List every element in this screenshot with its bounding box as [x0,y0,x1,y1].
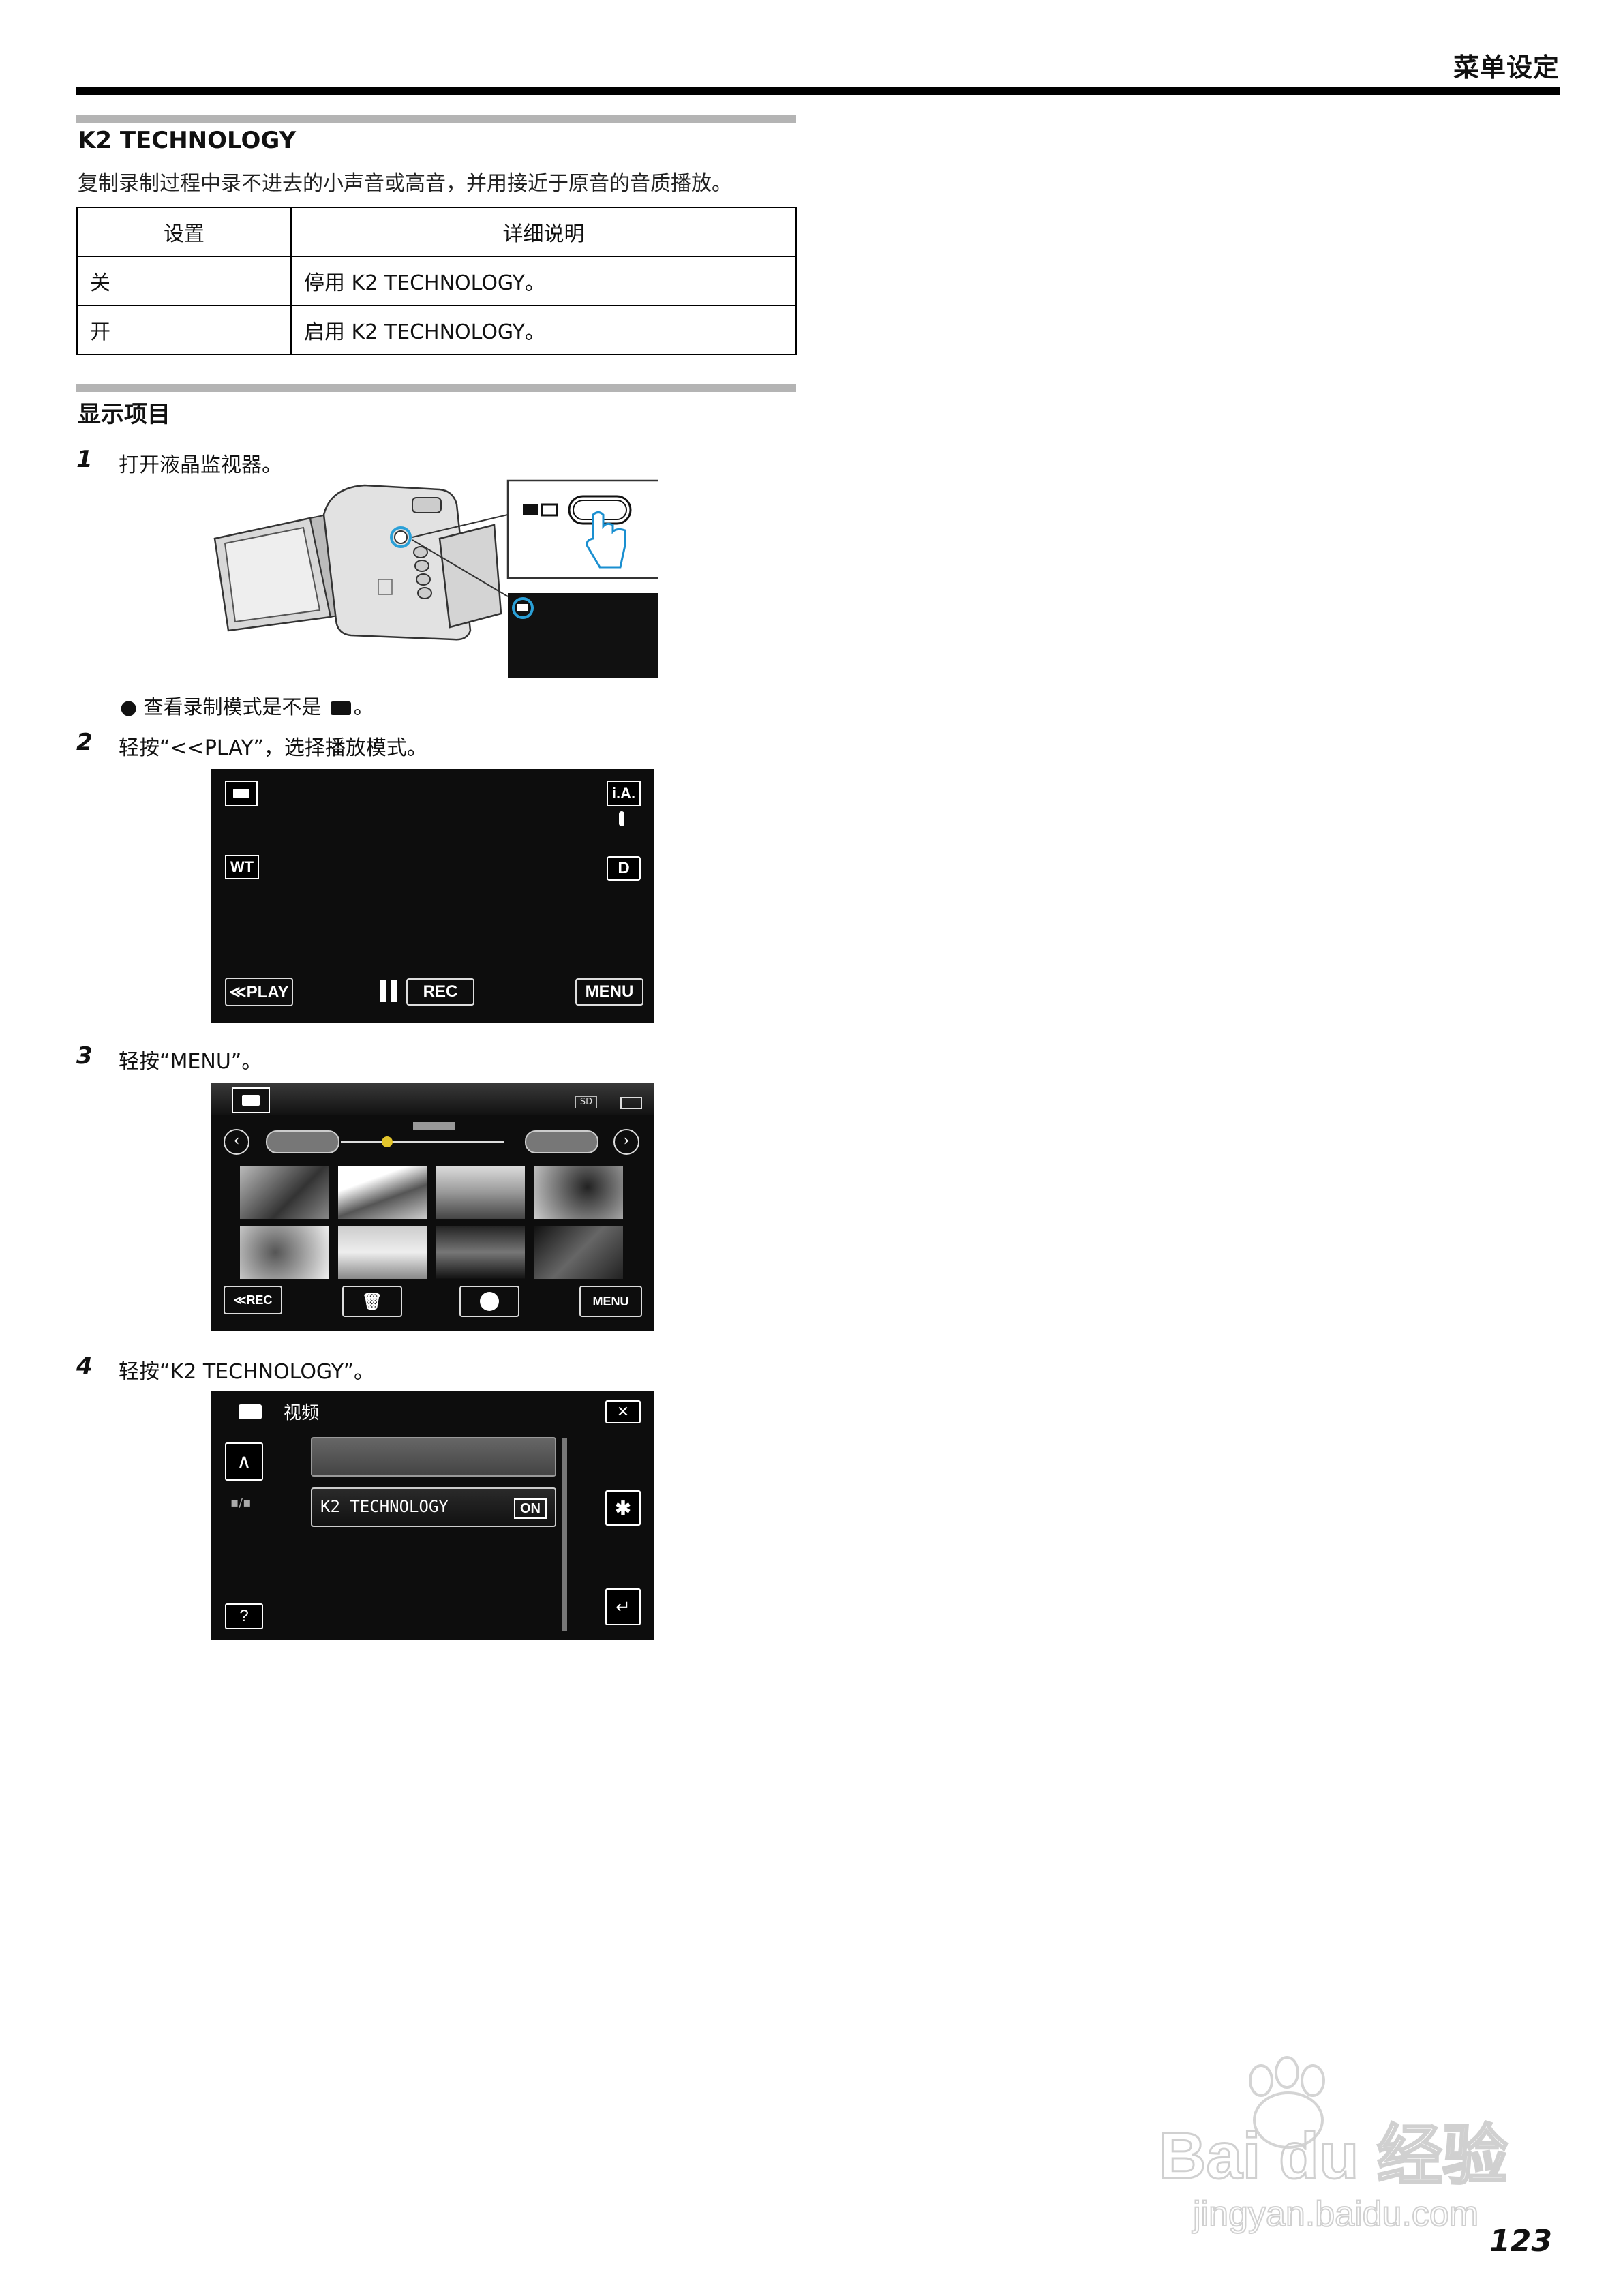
table-header-detail: 详细说明 [290,207,797,257]
playlist-button[interactable] [459,1286,519,1317]
video-mode-button[interactable] [232,1087,270,1113]
menu-item-k2[interactable]: K2 TECHNOLOGY ON [311,1487,556,1527]
trash-icon: 🗑 [361,1292,383,1311]
page-indicator: ▪/▪ [230,1496,252,1510]
battery-icon [620,1097,642,1109]
section-bar [76,384,796,392]
step-number: 3 [76,1042,93,1070]
menu-button[interactable]: MENU [579,1286,642,1317]
date-forward-button[interactable] [525,1130,598,1153]
table-cell: 停用 K2 TECHNOLOGY。 [290,256,797,306]
delete-button[interactable]: 🗑 [342,1286,402,1317]
menu-screen: 视频 ✕ ∧ ▪/▪ K2 TECHNOLOGY ON ✱ ? ↵ [211,1391,654,1640]
section-bar [76,115,796,123]
record-screen: i.A. WT D ≪PLAY REC MENU [211,769,654,1023]
table-cell: 开 [76,305,292,355]
step-text: 打开液晶监视器。 [119,453,282,477]
top-bar [211,1083,654,1115]
settings-table: 设置 详细说明 关 停用 K2 TECHNOLOGY。 开 启用 K2 TECH… [76,207,797,355]
video-thumbnail[interactable] [240,1226,329,1279]
rec-button[interactable]: REC [406,978,474,1006]
page-number: 123 [1489,2224,1552,2259]
section-description: 复制录制过程中录不进去的小声音或高音，并用接近于原音的音质播放。 [78,172,732,196]
step-number: 1 [76,446,93,473]
video-camera-icon [239,1404,262,1419]
video-thumbnail[interactable] [338,1226,427,1279]
gear-icon: ✱ [615,1497,631,1519]
step-text: 轻按“K2 TECHNOLOGY”。 [119,1360,375,1384]
table-row: 开 启用 K2 TECHNOLOGY。 [76,305,797,355]
step-number: 4 [76,1353,93,1380]
menu-button[interactable]: MENU [575,978,643,1006]
step-text: 轻按“MENU”。 [119,1050,262,1074]
bullet-dot: ● [120,695,138,719]
table-cell: 关 [76,256,292,306]
video-mode-button[interactable] [225,781,258,806]
play-button[interactable]: ≪PLAY [225,978,293,1006]
camcorder-illustration [213,479,658,678]
video-thumbnail[interactable] [338,1166,427,1219]
table-header-setting: 设置 [76,207,292,257]
watermark-line2: jingyan.baidu.com [1192,2194,1478,2234]
table-header-row: 设置 详细说明 [76,207,797,257]
camera-icon [242,1095,260,1106]
timeline-thumb[interactable] [382,1136,393,1147]
back-button[interactable]: ↵ [605,1588,641,1625]
menu-title: 视频 [284,1403,320,1423]
table-cell: 启用 K2 TECHNOLOGY。 [290,305,797,355]
close-icon: ✕ [616,1403,630,1420]
next-page-button[interactable]: › [613,1129,639,1155]
camera-icon [233,789,249,798]
video-thumbnail[interactable] [534,1226,623,1279]
scrollbar[interactable] [562,1438,567,1631]
timeline-slider[interactable] [341,1141,504,1143]
rec-mode-button[interactable]: ≪REC [224,1286,282,1314]
sd-card-icon: SD [575,1096,597,1108]
header-rule [76,87,1560,95]
scene-icon [619,811,624,826]
return-icon: ↵ [616,1596,631,1617]
playback-index-screen: SD ‹ › ≪REC 🗑 MENU [211,1083,654,1331]
section-title-display: 显示项目 [78,401,170,428]
chevron-up-icon: ∧ [237,1450,252,1473]
note-bullet: ● 查看录制模式是不是 。 [120,695,374,719]
video-mode-icon [330,701,351,715]
pause-icon [391,980,397,1002]
display-button[interactable]: D [607,856,641,881]
date-label [413,1122,455,1130]
video-thumbnail[interactable] [534,1166,623,1219]
video-thumbnail[interactable] [436,1226,525,1279]
help-button[interactable]: ? [225,1603,263,1629]
menu-item-blurred[interactable] [311,1437,556,1477]
step-text: 轻按“<<PLAY”，选择播放模式。 [119,736,427,760]
section-title-k2: K2 TECHNOLOGY [78,127,297,154]
cog-icon [480,1292,499,1311]
bullet-text: 查看录制模式是不是 [143,695,322,719]
pause-icon [380,980,386,1002]
on-badge: ON [514,1498,547,1519]
video-thumbnail[interactable] [240,1166,329,1219]
menu-item-label: K2 TECHNOLOGY [320,1497,449,1516]
scroll-up-button[interactable]: ∧ [225,1442,263,1481]
prev-page-button[interactable]: ‹ [224,1129,249,1155]
video-thumbnail[interactable] [436,1166,525,1219]
page-header-title: 菜单设定 [1453,52,1560,82]
date-back-button[interactable] [266,1130,339,1153]
settings-button[interactable]: ✱ [605,1490,641,1526]
close-button[interactable]: ✕ [605,1400,641,1423]
intelligent-auto-button[interactable]: i.A. [607,781,641,806]
table-row: 关 停用 K2 TECHNOLOGY。 [76,256,797,306]
zoom-wt-button[interactable]: WT [225,855,259,879]
baidu-watermark: Bai du 经验 jingyan.baidu.com [1158,2056,1509,2235]
watermark-line1: Bai du 经验 [1159,2119,1508,2192]
step-number: 2 [76,729,93,756]
